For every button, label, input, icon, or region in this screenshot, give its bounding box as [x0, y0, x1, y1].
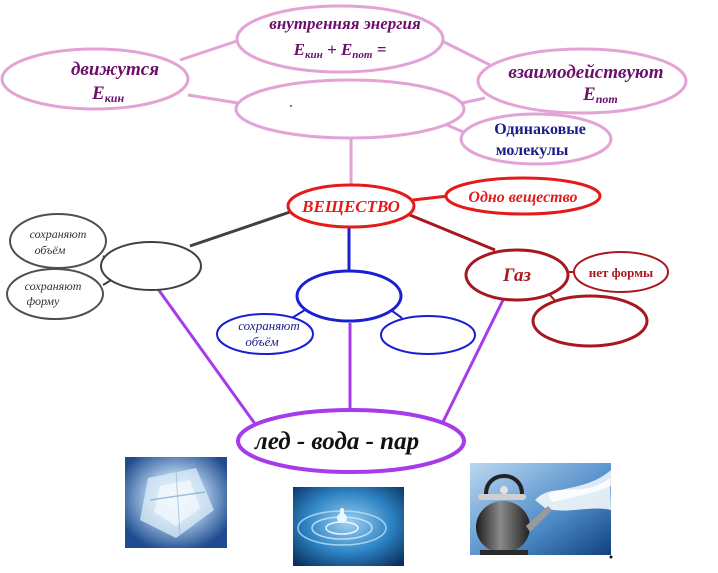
- node-no-shape: нет формы: [573, 251, 669, 293]
- water-drop-photo: [293, 487, 404, 566]
- node-center-empty: [234, 78, 466, 140]
- link-energy-interact: [439, 38, 491, 67]
- link-energy-moving: [179, 38, 241, 62]
- connectors: [102, 38, 574, 429]
- left-keep-shape-line2: форму: [27, 294, 60, 308]
- link-bottom-gas: [438, 297, 506, 429]
- moving-formula: Екин: [91, 83, 124, 105]
- internal-energy-formula: Екин + Епот =: [293, 40, 387, 61]
- ice-cube-photo: [125, 457, 227, 548]
- node-one-substance: Одно вещество: [444, 176, 602, 216]
- node-substance: ВЕЩЕСТВО: [286, 183, 416, 229]
- ice-water-steam-label: лед - вода - пар: [254, 428, 419, 455]
- stray-dot: [609, 555, 613, 559]
- node-gas-empty: [531, 294, 649, 348]
- node-internal-energy: внутренняя энергия Екин + Епот =: [235, 4, 445, 74]
- internal-energy-title: внутренняя энергия: [269, 14, 421, 33]
- link-substance-one: [412, 194, 449, 202]
- no-shape-label: нет формы: [589, 265, 653, 280]
- one-substance-label: Одно вещество: [468, 189, 577, 206]
- node-left-keep-volume: сохраняют объём: [9, 213, 107, 269]
- substance-label: ВЕЩЕСТВО: [301, 197, 400, 216]
- same-molecules-line2: молекулы: [496, 142, 569, 159]
- node-liquid-right-empty: [380, 315, 476, 355]
- link-bottom-solid: [156, 288, 260, 429]
- link-substance-gas: [404, 211, 496, 252]
- link-substance-solid: [189, 210, 291, 248]
- left-keep-shape-line1: сохраняют: [25, 279, 82, 293]
- liquid-keep-volume-line1: сохраняют: [238, 318, 300, 333]
- node-left-keep-shape: сохраняют форму: [6, 268, 104, 320]
- node-liquid-empty: [295, 269, 403, 323]
- node-moving: движутся Екин: [0, 47, 190, 111]
- left-keep-volume-line1: сохраняют: [30, 227, 87, 241]
- same-molecules-line1: Одинаковые: [494, 121, 586, 138]
- node-same-molecules: Одинаковые молекулы: [459, 112, 613, 166]
- link-moving-center: [187, 93, 239, 105]
- gas-label: Газ: [502, 265, 532, 286]
- link-center-interact: [461, 96, 486, 105]
- steaming-kettle-photo: [470, 463, 611, 555]
- node-ice-water-steam: лед - вода - пар: [236, 408, 466, 474]
- node-gas: Газ: [464, 248, 570, 302]
- liquid-keep-volume-line2: объём: [245, 334, 278, 349]
- interact-label: взаимодействуют: [508, 62, 663, 83]
- left-keep-volume-line2: объём: [35, 243, 66, 257]
- interact-formula: Епот: [582, 84, 618, 106]
- node-interact: взаимодействуют Епот: [476, 47, 688, 115]
- node-liquid-keep-volume: сохраняют объём: [216, 313, 314, 355]
- node-solid-empty: [100, 241, 202, 291]
- moving-label: движутся: [71, 59, 159, 80]
